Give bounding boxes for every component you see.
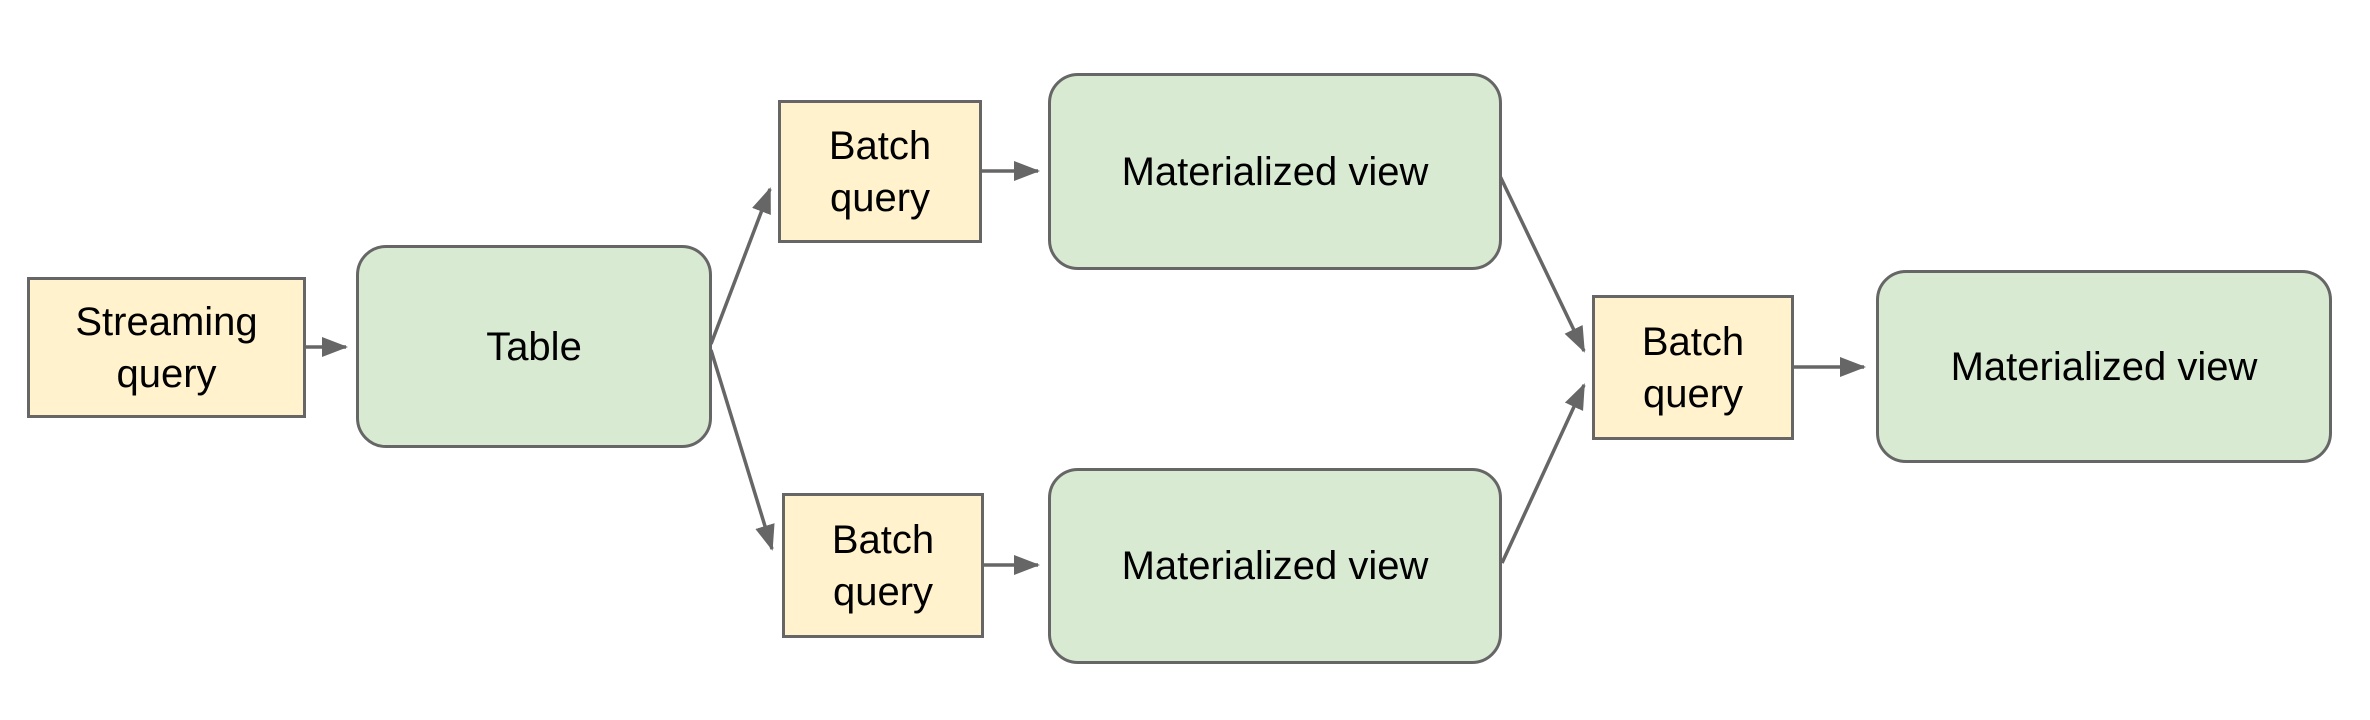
edge-materialized-view-top-to-batch-query-right	[1497, 173, 1586, 353]
node-table: Table	[356, 245, 712, 448]
edge-table-to-batch-query-top	[709, 187, 772, 345]
node-batch-query-bottom-label: Batch query	[831, 517, 935, 614]
node-materialized-view-top: Materialized view	[1048, 73, 1502, 270]
node-materialized-view-right: Materialized view	[1876, 270, 2332, 463]
edge-materialized-view-bottom-to-batch-query-right	[1500, 383, 1586, 564]
node-batch-query-right-label: Batch query	[1641, 319, 1745, 416]
node-streaming-query-label: Streaming query	[75, 299, 258, 396]
node-materialized-view-bottom: Materialized view	[1048, 468, 1502, 664]
node-streaming-query: Streaming query	[27, 277, 306, 418]
node-materialized-view-bottom-label: Materialized view	[1121, 544, 1429, 588]
node-batch-query-top-label: Batch query	[828, 123, 932, 220]
node-batch-query-top: Batch query	[778, 100, 982, 243]
node-table-label: Table	[486, 324, 582, 369]
node-batch-query-bottom: Batch query	[782, 493, 984, 638]
node-batch-query-right: Batch query	[1592, 295, 1794, 440]
node-materialized-view-right-label: Materialized view	[1950, 344, 2258, 389]
edge-table-to-batch-query-bottom	[709, 349, 775, 551]
node-materialized-view-top-label: Materialized view	[1121, 149, 1429, 194]
